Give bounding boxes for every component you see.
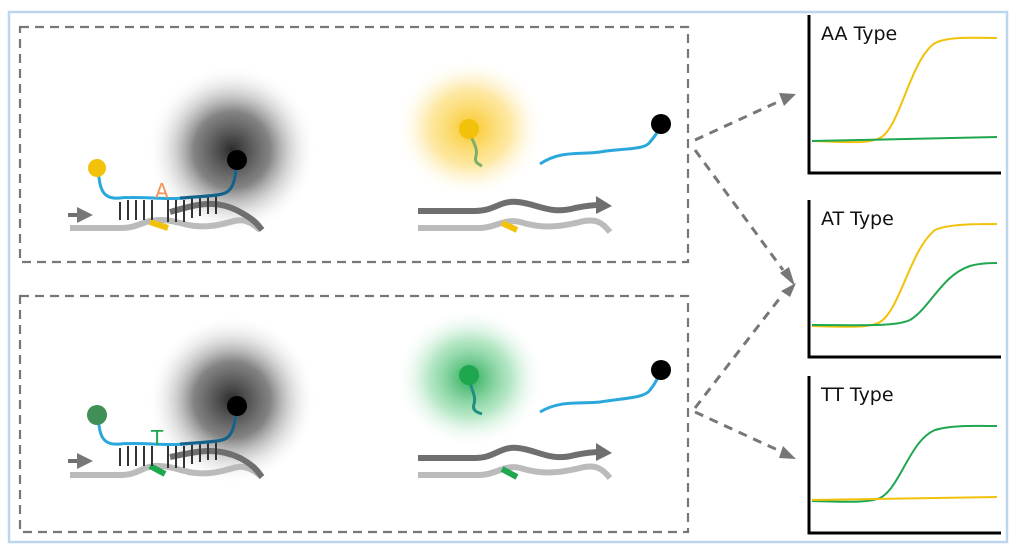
chart-tt-title: TT Type: [820, 384, 894, 406]
chart-tt-axes: [807, 376, 1001, 535]
arrow-head-aa: [779, 93, 796, 106]
chart-tt-green-curve: [811, 424, 998, 503]
panel-allele-a: A: [18, 25, 690, 264]
panel-allele-t: T: [18, 294, 690, 534]
mutation-site-4: [500, 466, 519, 480]
chart-at-type: AT Type: [807, 200, 1001, 359]
extended-primer: [418, 198, 601, 214]
released-fluorophore-green: [459, 365, 479, 385]
chart-tt-yellow-curve: [811, 496, 998, 501]
chart-aa-yellow-curve: [811, 36, 998, 144]
template-strand: [70, 216, 263, 233]
released-quencher-strand: [539, 125, 662, 166]
chart-at-green-curve: [811, 262, 998, 327]
fluorophore-green: [87, 405, 107, 425]
probe-dark-segment-2: [179, 409, 238, 446]
arrow-to-at-from-bottom: [693, 293, 785, 409]
chart-aa-title: AA Type: [821, 23, 897, 45]
cleaved-probe-fragment: [467, 131, 483, 168]
panel-1-dashed-border: [18, 25, 690, 264]
released-quencher-2: [651, 360, 671, 380]
mutation-letter-t: T: [150, 426, 164, 450]
quencher-cloud: [147, 65, 317, 235]
arrow-head-at-bottom: [781, 283, 796, 297]
released-quencher-strand-2: [539, 371, 662, 414]
base-pair-ticks-2: [119, 440, 217, 468]
extended-primer-head-2: [596, 443, 612, 461]
template-strand-2: [418, 217, 613, 234]
arrow-to-at-from-top: [693, 149, 785, 271]
chart-at-axes: [807, 200, 1001, 359]
mutation-site-2: [500, 220, 519, 233]
quencher-black: [227, 150, 247, 170]
connector-arrows: [693, 98, 785, 454]
probe-dark-segment: [179, 167, 238, 200]
mutation-site: [149, 219, 169, 231]
mutation-letter-a: A: [155, 179, 169, 203]
arrow-head-at-top: [780, 267, 795, 286]
quencher-black-2: [227, 396, 247, 416]
panel-2-dashed-border: [18, 294, 690, 534]
chart-at-yellow-curve: [811, 223, 998, 328]
chart-tt-type: TT Type: [807, 376, 1001, 535]
mutation-site-3: [148, 463, 167, 477]
primer-strand: [169, 200, 265, 232]
released-quencher: [651, 114, 671, 134]
base-pair-ticks: [119, 194, 217, 222]
arrow-heads: [779, 93, 796, 459]
arrow-head-tt: [779, 446, 796, 459]
cleaved-probe-fragment-2: [467, 379, 483, 416]
chart-at-title: AT Type: [821, 208, 894, 230]
extended-primer-2: [418, 444, 601, 461]
extended-primer-head: [596, 196, 612, 214]
fluorophore-yellow: [88, 159, 106, 177]
template-strand-4: [418, 463, 613, 480]
chart-aa-green-curve: [811, 136, 998, 142]
chart-aa-axes: [807, 15, 1001, 175]
released-fluorophore-yellow: [459, 119, 479, 139]
primer-strand-2: [169, 448, 265, 479]
chart-aa-type: AA Type: [807, 15, 1001, 175]
template-strand-3: [70, 462, 264, 480]
